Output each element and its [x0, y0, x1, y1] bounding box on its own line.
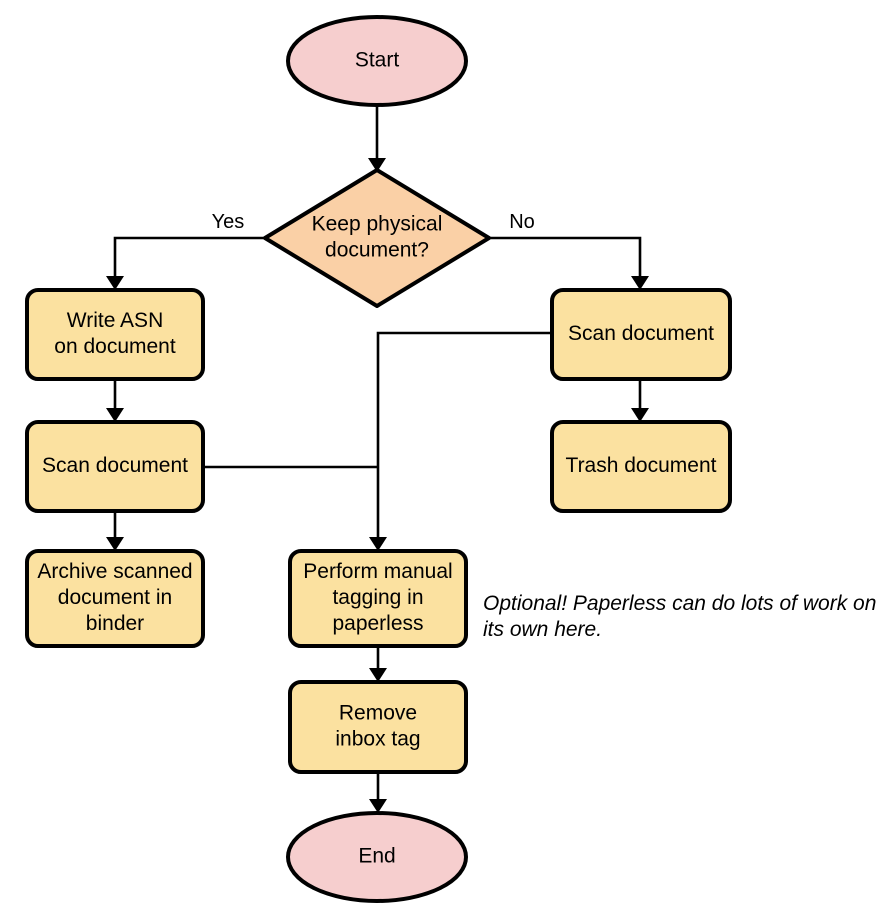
edges-layer: Yes No: [106, 105, 649, 813]
process-shape: [550, 420, 732, 513]
node-label-line: Write ASN: [67, 309, 163, 332]
annotations-layer: Optional! Paperless can do lots of work …: [483, 592, 876, 641]
arrowhead-icon: [106, 408, 124, 422]
annotation-optional-note: Optional! Paperless can do lots of work …: [483, 592, 876, 641]
node-label-line: Start: [355, 49, 400, 72]
node-label-line: on document: [54, 335, 176, 358]
edge-scan-right-to-trash: [631, 379, 649, 422]
node-label-line: paperless: [332, 612, 423, 635]
edge-label-decision-to-write-asn: Yes: [212, 211, 245, 233]
edge-scan-right-to-manual-tagging: [369, 331, 552, 551]
process-shape: [25, 549, 205, 648]
node-trash[interactable]: Trash document: [550, 420, 732, 513]
node-end[interactable]: End: [286, 811, 468, 903]
arrowhead-icon: [106, 276, 124, 290]
edge-decision-to-scan-right: No: [489, 211, 649, 290]
edge-scan-left-to-archive: [106, 511, 124, 551]
node-label-line: document?: [325, 239, 429, 262]
edge-label-decision-to-scan-right: No: [509, 211, 535, 233]
node-label-line: inbox tag: [335, 728, 420, 751]
arrowhead-icon: [368, 158, 386, 172]
arrowhead-icon: [631, 276, 649, 290]
process-shape: [25, 420, 205, 513]
node-label-line: Scan document: [42, 454, 188, 477]
arrowhead-icon: [369, 537, 387, 551]
node-label-line: End: [358, 845, 395, 868]
node-label-line: Keep physical: [312, 213, 443, 236]
node-keep-physical[interactable]: Keep physical document?: [263, 168, 491, 308]
edge-path: [489, 236, 642, 282]
edge-start-to-decision: [368, 105, 386, 172]
arrowhead-icon: [369, 799, 387, 813]
node-write-asn[interactable]: Write ASN on document: [25, 288, 205, 381]
edge-path: [113, 236, 265, 282]
node-manual-tagging[interactable]: Perform manual tagging in paperless: [288, 549, 468, 648]
node-label-line: Trash document: [566, 454, 717, 477]
decision-shape: [263, 168, 491, 308]
node-archive-binder[interactable]: Archive scanned document in binder: [25, 549, 205, 648]
edge-manual-tagging-to-remove-inbox-tag: [369, 646, 387, 682]
arrowhead-icon: [106, 537, 124, 551]
node-label-line: Perform manual: [303, 560, 452, 583]
node-scan-left[interactable]: Scan document: [25, 420, 205, 513]
edge-path: [376, 331, 552, 543]
terminator-shape: [286, 811, 468, 903]
node-scan-right[interactable]: Scan document: [550, 288, 732, 381]
process-shape: [25, 288, 205, 381]
process-shape: [288, 680, 468, 774]
node-label-line: Remove: [339, 702, 417, 725]
node-label-line: tagging in: [332, 586, 423, 609]
node-label-line: document in: [58, 586, 172, 609]
process-shape: [550, 288, 732, 381]
node-label-line: Archive scanned: [37, 560, 192, 583]
edge-write-asn-to-scan-left: [106, 379, 124, 422]
node-start[interactable]: Start: [286, 15, 468, 107]
node-label-line: Scan document: [568, 322, 714, 345]
process-shape: [288, 549, 468, 648]
annotation-line: its own here.: [483, 618, 602, 641]
edge-remove-inbox-tag-to-end: [369, 772, 387, 813]
node-remove-inbox-tag[interactable]: Remove inbox tag: [288, 680, 468, 774]
arrowhead-icon: [631, 408, 649, 422]
terminator-shape: [286, 15, 468, 107]
arrowhead-icon: [369, 668, 387, 682]
annotation-line: Optional! Paperless can do lots of work …: [483, 592, 876, 615]
edge-decision-to-write-asn: Yes: [106, 211, 265, 290]
node-label-line: binder: [86, 612, 144, 635]
